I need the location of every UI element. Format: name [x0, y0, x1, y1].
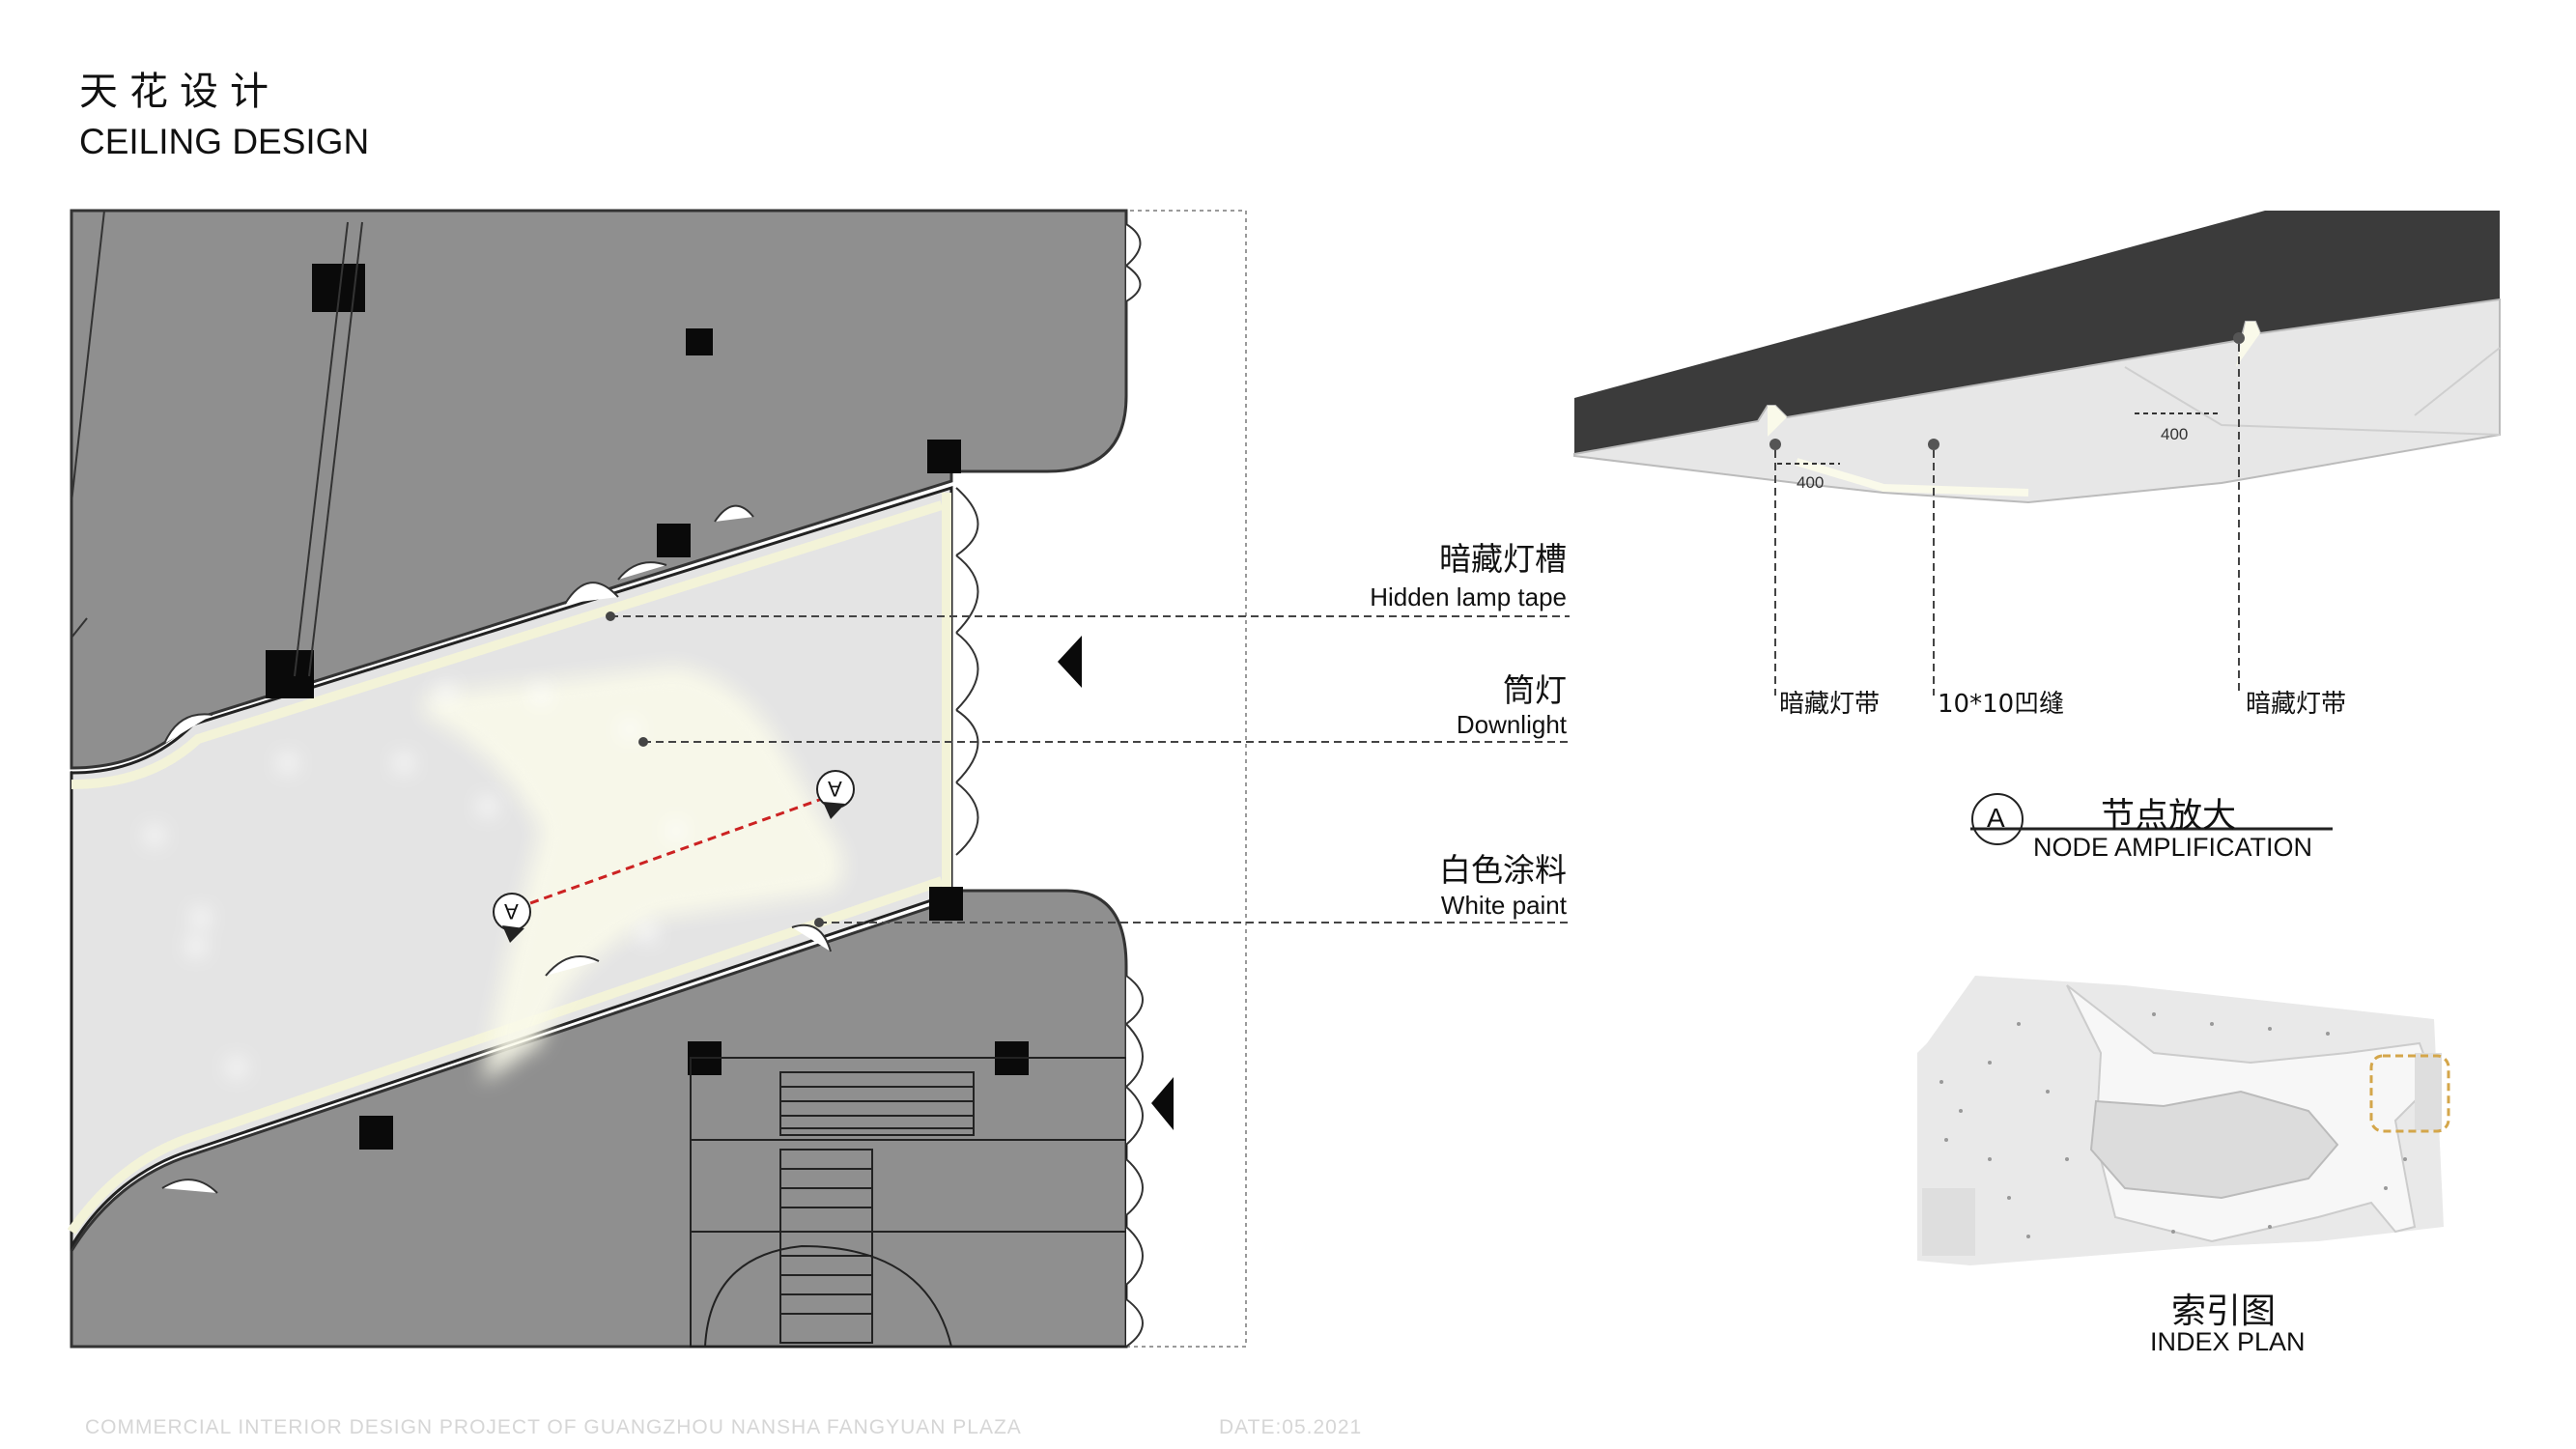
node-marker-circle	[1971, 793, 2024, 845]
callout-points	[606, 611, 824, 927]
index-plan-title-en: INDEX PLAN	[2150, 1327, 2306, 1356]
upper-structure-lines	[71, 210, 363, 677]
callout-white-paint-en: White paint	[1440, 891, 1567, 920]
columns	[266, 264, 1029, 1150]
stair-well	[690, 1057, 1127, 1348]
index-plan-map	[1917, 976, 2450, 1265]
index-plan-title-cn: 索引图	[2171, 1292, 2277, 1331]
footer-date: DATE:05.2021	[1219, 1416, 1363, 1438]
page-title-en: CEILING DESIGN	[79, 122, 370, 161]
node-marker-label: A	[1987, 803, 2005, 833]
lamp-tape-lower	[67, 876, 944, 1235]
detail-dimension-left: 400	[1797, 473, 1825, 492]
direction-marker-upper	[1058, 636, 1082, 688]
detail-note-hidden-lamp-right: 暗藏灯带	[2246, 690, 2347, 719]
callout-leaders	[610, 615, 1570, 923]
section-cut-line	[516, 792, 836, 910]
index-highlight	[2369, 1054, 2450, 1133]
callout-downlight-en: Downlight	[1456, 710, 1567, 739]
ceiling-glow	[425, 667, 843, 1082]
node-title-cn: 节点放大	[2101, 797, 2237, 836]
callout-hidden-lamp-en: Hidden lamp tape	[1370, 582, 1567, 611]
footer-project: COMMERCIAL INTERIOR DESIGN PROJECT OF GU…	[85, 1416, 1022, 1438]
section-marker-left	[493, 893, 531, 943]
detail-dimension-right: 400	[2161, 425, 2189, 443]
page-title-cn: 天花设计	[79, 70, 280, 114]
downlights	[146, 685, 685, 1076]
section-marker-right	[816, 770, 855, 819]
detail-note-groove: 10*10凹缝	[1938, 690, 2065, 719]
door-swings	[161, 223, 1144, 1348]
upper-wall-block	[70, 209, 1128, 770]
node-detail-section	[1573, 211, 2501, 696]
lamp-tape-upper	[71, 500, 944, 789]
node-title-en: NODE AMPLIFICATION	[2033, 833, 2313, 862]
detail-note-hidden-lamp-left: 暗藏灯带	[1779, 690, 1881, 719]
callout-downlight-cn: 筒灯	[1503, 671, 1567, 709]
callout-white-paint-cn: 白色涂料	[1439, 851, 1567, 889]
direction-marker-lower	[1151, 1077, 1174, 1130]
corridor-ceiling	[70, 485, 953, 1252]
section-marker-label-right: A	[828, 777, 842, 801]
callout-hidden-lamp-cn: 暗藏灯槽	[1439, 540, 1567, 578]
section-marker-label-left: A	[504, 899, 519, 923]
